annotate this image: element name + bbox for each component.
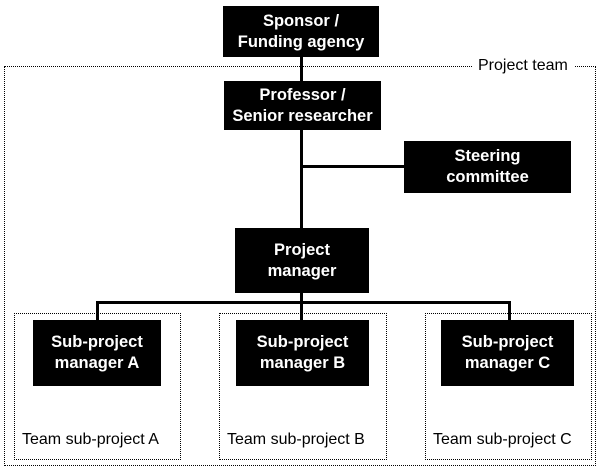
team-sub-project-b-boundary — [219, 313, 387, 460]
sub-project-manager-c-label: Sub-project manager C — [461, 333, 554, 372]
sub-project-manager-b-node: Sub-project manager B — [236, 320, 369, 386]
connector-horizontal-bus — [96, 301, 511, 304]
sub-project-manager-c-node: Sub-project manager C — [441, 320, 574, 386]
team-sub-project-c-label: Team sub-project C — [433, 431, 572, 449]
steering-committee-node: Steering committee — [404, 141, 571, 193]
connector-professor-project-manager — [300, 130, 303, 228]
connector-drop-c — [508, 301, 511, 320]
professor-senior-researcher-label: Professor / Senior researcher — [232, 85, 373, 125]
sub-project-manager-a-label: Sub-project manager A — [51, 333, 143, 372]
connector-steering-committee — [300, 165, 404, 168]
sub-project-manager-b-label: Sub-project manager B — [256, 333, 349, 372]
sponsor-funding-agency-node: Sponsor / Funding agency — [223, 6, 379, 57]
sponsor-funding-agency-label: Sponsor / Funding agency — [237, 11, 365, 51]
project-manager-label: Project manager — [267, 240, 337, 280]
project-team-label: Project team — [472, 57, 574, 75]
connector-drop-b — [300, 301, 303, 320]
connector-drop-a — [96, 301, 99, 320]
connector-sponsor-professor — [300, 57, 303, 81]
project-manager-node: Project manager — [235, 228, 369, 293]
team-sub-project-a-label: Team sub-project A — [22, 431, 159, 449]
sub-project-manager-a-node: Sub-project manager A — [33, 320, 161, 386]
professor-senior-researcher-node: Professor / Senior researcher — [224, 81, 381, 130]
team-sub-project-b-label: Team sub-project B — [227, 431, 365, 449]
connector-project-manager-down — [300, 293, 303, 303]
steering-committee-label: Steering committee — [446, 147, 529, 186]
